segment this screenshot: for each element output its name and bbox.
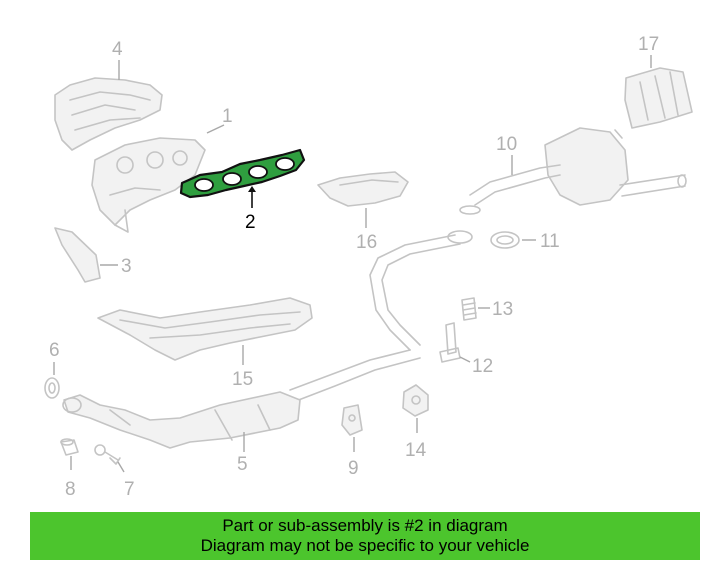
part-3-bracket[interactable] — [54, 227, 101, 283]
callout-4: 4 — [112, 39, 123, 60]
banner-line-1: Part or sub-assembly is #2 in diagram — [222, 516, 508, 535]
part-5-catalytic-converter[interactable] — [62, 391, 301, 449]
part-14-hanger[interactable] — [402, 384, 429, 417]
part-9-hanger[interactable] — [341, 404, 363, 436]
callout-7: 7 — [124, 479, 135, 500]
part-7-bolt[interactable] — [94, 444, 121, 465]
callout-3: 3 — [121, 256, 132, 277]
exhaust-parts-diagram: 4 1 2 3 16 17 — [44, 34, 693, 500]
callout-10: 10 — [496, 134, 517, 155]
info-banner: Part or sub-assembly is #2 in diagram Di… — [30, 512, 700, 560]
part-10-tailpipe-muffler[interactable] — [459, 127, 687, 215]
part-15-heat-shield[interactable] — [97, 297, 313, 361]
part-1-exhaust-manifold[interactable] — [91, 137, 206, 233]
callout-16: 16 — [356, 232, 377, 253]
callout-15: 15 — [232, 369, 253, 390]
callout-11: 11 — [540, 231, 560, 252]
part-2-manifold-gasket[interactable] — [179, 148, 306, 199]
callout-8: 8 — [65, 479, 76, 500]
part-12-bolt[interactable] — [439, 322, 461, 363]
part-13-spring[interactable] — [461, 297, 477, 321]
part-8-nut[interactable] — [60, 438, 79, 456]
callout-13: 13 — [492, 299, 513, 320]
callout-2: 2 — [245, 212, 256, 233]
banner-line-2: Diagram may not be specific to your vehi… — [200, 536, 530, 555]
part-6-gasket[interactable] — [44, 377, 60, 399]
exhaust-pipe — [289, 230, 473, 402]
callout-6: 6 — [49, 340, 60, 361]
callout-5: 5 — [237, 454, 248, 475]
callout-12: 12 — [472, 356, 493, 377]
part-11-gasket-ring[interactable] — [490, 231, 520, 249]
part-4-heat-shield[interactable] — [54, 77, 163, 151]
part-17-heat-shield[interactable] — [624, 67, 693, 129]
callout-9: 9 — [348, 458, 359, 479]
part-16-heat-shield[interactable] — [317, 171, 409, 207]
callout-14: 14 — [405, 440, 427, 461]
callout-1: 1 — [222, 106, 233, 127]
callout-17: 17 — [638, 34, 659, 55]
